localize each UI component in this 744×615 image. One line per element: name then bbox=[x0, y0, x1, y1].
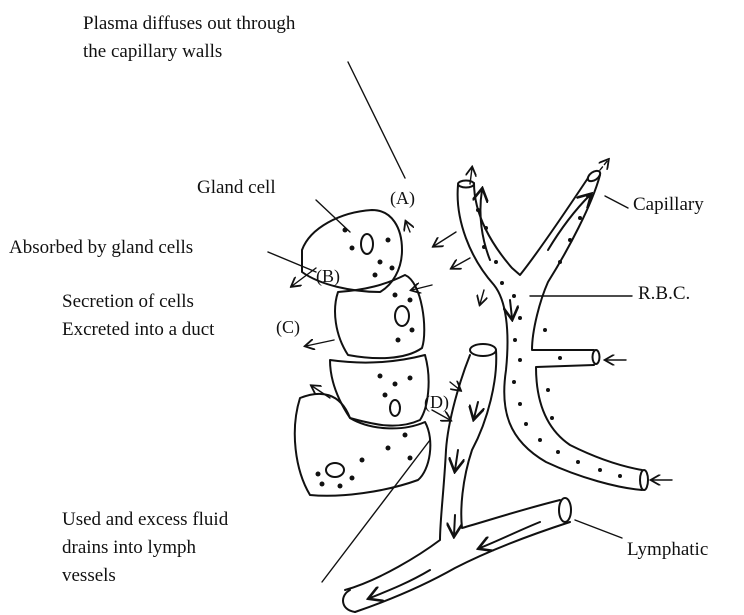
used-fluid-label-line3: vessels bbox=[62, 564, 116, 588]
capillary-label: Capillary bbox=[633, 193, 704, 217]
rbc-label: R.B.C. bbox=[638, 282, 690, 306]
marker-c: (C) bbox=[276, 315, 300, 339]
marker-d: (D) bbox=[424, 390, 449, 414]
plasma-label-line1: Plasma diffuses out through bbox=[83, 12, 295, 36]
used-fluid-label-line2: drains into lymph bbox=[62, 536, 196, 560]
marker-a: (A) bbox=[390, 186, 415, 210]
lymphatic-label: Lymphatic bbox=[627, 538, 708, 562]
absorbed-label: Absorbed by gland cells bbox=[9, 236, 193, 260]
used-fluid-label-line1: Used and excess fluid bbox=[62, 508, 228, 532]
gland-cell-label: Gland cell bbox=[197, 176, 276, 200]
marker-b: (B) bbox=[316, 264, 340, 288]
diffusion-arrows bbox=[292, 160, 672, 480]
secretion-label-line1: Secretion of cells bbox=[62, 290, 194, 314]
gland-cells bbox=[295, 210, 431, 496]
secretion-label-line2: Excreted into a duct bbox=[62, 318, 214, 342]
plasma-label-line2: the capillary walls bbox=[83, 40, 222, 64]
leader-lines bbox=[268, 62, 632, 582]
capillary-vessel bbox=[458, 169, 648, 490]
